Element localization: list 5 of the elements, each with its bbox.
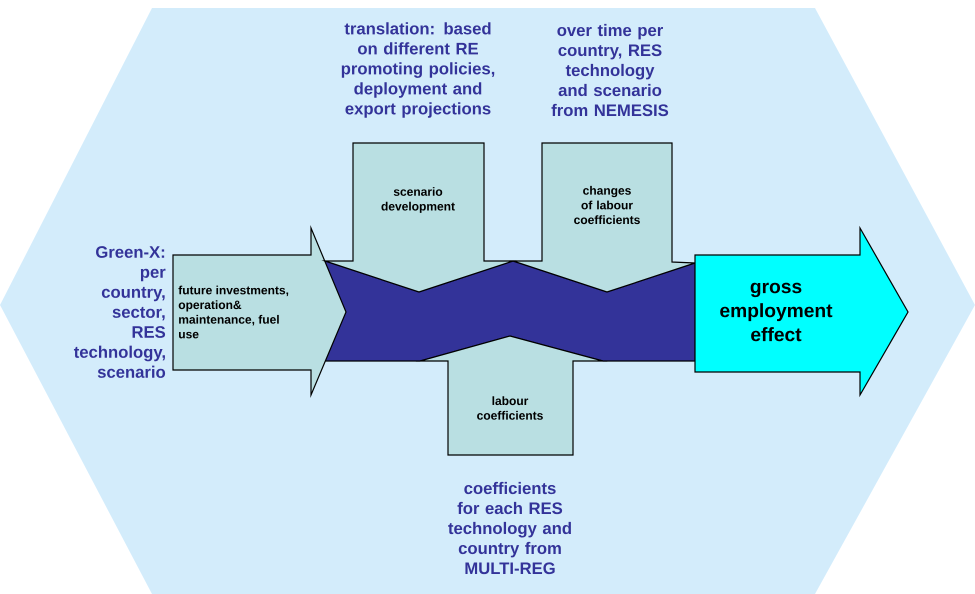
flow-band — [324, 260, 696, 362]
description-text: coefficients for each RES technology and country from MULTI-REG — [448, 482, 571, 574]
description-text: translation: based on different RE promoting policies, deployment and export projections — [342, 22, 494, 118]
description-text: Green-X: per country, sector, RES technology, scenario — [74, 246, 166, 378]
description-text: over time per country, RES technology and scenario from NEMESIS — [552, 24, 668, 116]
